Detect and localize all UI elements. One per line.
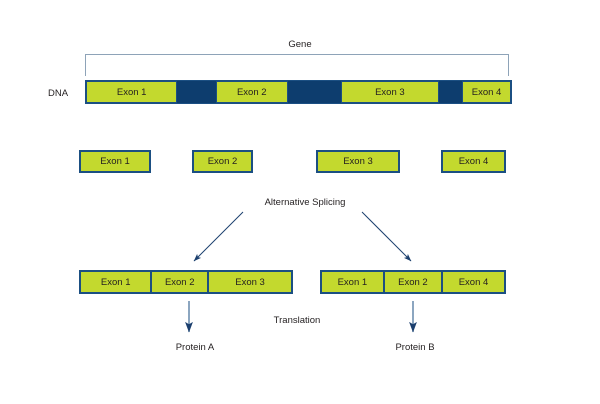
splice-arrow-right xyxy=(361,211,412,262)
alternative-splicing-label: Alternative Splicing xyxy=(264,197,346,208)
dna-label: DNA xyxy=(48,88,69,99)
transcript-exon-segment: Exon 1 xyxy=(81,272,153,292)
dna-exon-segment: Exon 2 xyxy=(215,81,288,103)
dna-exon-segment: Exon 4 xyxy=(462,81,511,103)
dna-exon-segment: Exon 1 xyxy=(86,81,178,103)
transcript-exon-segment: Exon 2 xyxy=(384,272,444,292)
dna-strand: Exon 1 Exon 2 Exon 3 Exon 4 xyxy=(85,80,512,104)
protein-a-label: Protein A xyxy=(175,342,215,353)
gene-label: Gene xyxy=(288,39,312,50)
transcript-exon-segment: Exon 4 xyxy=(443,272,504,292)
free-exon-box: Exon 3 xyxy=(316,150,400,173)
free-exon-box: Exon 1 xyxy=(79,150,151,173)
protein-b-label: Protein B xyxy=(395,342,435,353)
dna-intron-segment xyxy=(438,81,463,103)
dna-intron-segment xyxy=(287,81,341,103)
free-exon-box: Exon 2 xyxy=(192,150,253,173)
free-exon-box: Exon 4 xyxy=(441,150,506,173)
gene-bracket xyxy=(85,54,509,76)
transcript-exon-segment: Exon 1 xyxy=(322,272,385,292)
dna-exon-segment: Exon 3 xyxy=(341,81,439,103)
splice-arrow-left xyxy=(193,211,244,262)
dna-intron-segment xyxy=(177,81,216,103)
translation-label: Translation xyxy=(273,315,321,326)
transcript-exon-segment: Exon 2 xyxy=(152,272,210,292)
transcript-exon-segment: Exon 3 xyxy=(209,272,291,292)
